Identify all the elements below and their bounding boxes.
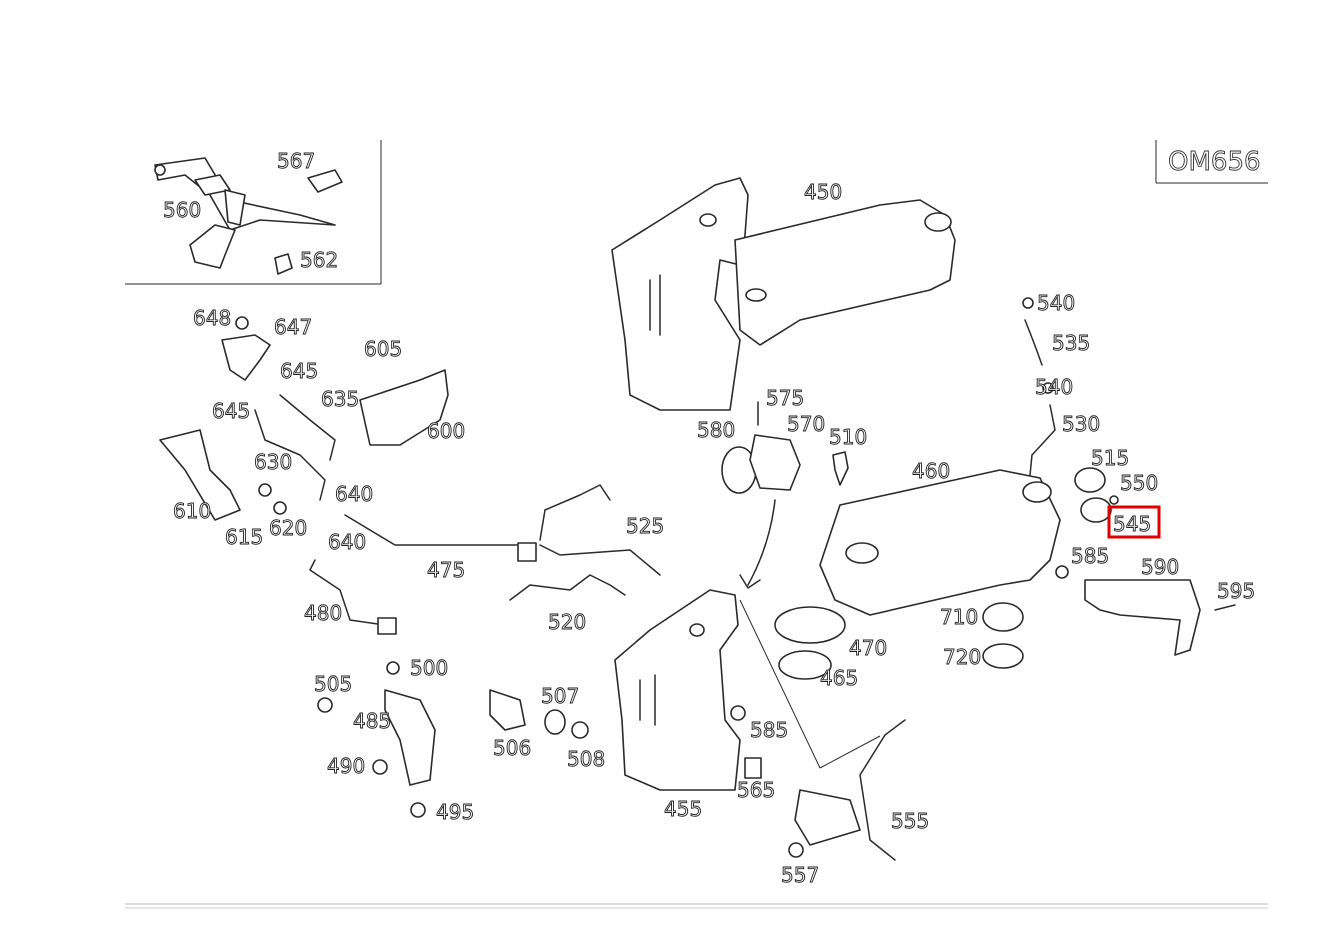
part-label-520[interactable]: 520 <box>548 610 587 635</box>
part-label-455[interactable]: 455 <box>664 797 703 822</box>
part-label-525[interactable]: 525 <box>626 514 665 539</box>
small-parts-565-585 <box>730 705 762 779</box>
part-label-465[interactable]: 465 <box>820 666 859 691</box>
part-label-645[interactable]: 645 <box>212 399 251 424</box>
clamp-570-580 <box>721 401 849 494</box>
part-label-495[interactable]: 495 <box>436 800 475 825</box>
engine-code-box <box>1155 140 1268 184</box>
part-label-635[interactable]: 635 <box>321 387 360 412</box>
part-label-505[interactable]: 505 <box>314 672 353 697</box>
part-label-540[interactable]: 540 <box>1035 375 1074 400</box>
part-label-470[interactable]: 470 <box>849 636 888 661</box>
part-label-515[interactable]: 515 <box>1091 446 1130 471</box>
part-label-475[interactable]: 475 <box>427 558 466 583</box>
inset-part-label-567[interactable]: 567 <box>277 149 316 174</box>
housing-455 <box>614 589 741 791</box>
inset-part-label-562[interactable]: 562 <box>300 248 339 273</box>
bottom-rule <box>125 903 1268 909</box>
part-label-450[interactable]: 450 <box>804 180 843 205</box>
part-label-507[interactable]: 507 <box>541 684 580 709</box>
part-label-585[interactable]: 585 <box>1071 544 1110 569</box>
inset-bracket-assembly <box>154 157 343 275</box>
pipes-475-480 <box>309 514 537 635</box>
part-label-545[interactable]: 545 <box>1113 512 1152 537</box>
part-label-640[interactable]: 640 <box>328 530 367 555</box>
cluster-485-508 <box>317 661 589 818</box>
part-label-645[interactable]: 645 <box>280 359 319 384</box>
highlight-box <box>1107 505 1161 539</box>
sensor-555 <box>788 719 906 861</box>
engine-code-label: OM656 <box>1168 147 1261 177</box>
part-label-460[interactable]: 460 <box>912 459 951 484</box>
part-label-555[interactable]: 555 <box>891 809 930 834</box>
part-label-600[interactable]: 600 <box>427 419 466 444</box>
part-label-500[interactable]: 500 <box>410 656 449 681</box>
pipes-530-535 <box>1022 297 1056 476</box>
leader-lines <box>739 599 881 769</box>
part-label-595[interactable]: 595 <box>1217 579 1256 604</box>
part-label-570[interactable]: 570 <box>787 412 826 437</box>
rings-710-720 <box>982 602 1024 669</box>
part-label-485[interactable]: 485 <box>353 709 392 734</box>
part-label-540[interactable]: 540 <box>1037 291 1076 316</box>
part-label-508[interactable]: 508 <box>567 747 606 772</box>
part-label-610[interactable]: 610 <box>173 499 212 524</box>
part-label-565[interactable]: 565 <box>737 778 776 803</box>
bracket-590 <box>1055 565 1236 656</box>
part-label-640[interactable]: 640 <box>335 482 374 507</box>
part-label-710[interactable]: 710 <box>940 605 979 630</box>
part-label-510[interactable]: 510 <box>829 425 868 450</box>
part-label-557[interactable]: 557 <box>781 863 820 888</box>
inset-part-label-560[interactable]: 560 <box>163 198 202 223</box>
dpf-460 <box>819 469 1061 616</box>
part-label-490[interactable]: 490 <box>327 754 366 779</box>
part-label-647[interactable]: 647 <box>274 315 313 340</box>
part-label-648[interactable]: 648 <box>193 306 232 331</box>
assembly-arrow <box>739 499 776 589</box>
inset-frame <box>125 140 382 285</box>
part-label-590[interactable]: 590 <box>1141 555 1180 580</box>
part-label-720[interactable]: 720 <box>943 645 982 670</box>
part-label-506[interactable]: 506 <box>493 736 532 761</box>
part-label-605[interactable]: 605 <box>364 337 403 362</box>
part-label-575[interactable]: 575 <box>766 386 805 411</box>
sensor-lines-520-525 <box>509 484 661 601</box>
part-label-620[interactable]: 620 <box>269 516 308 541</box>
part-label-535[interactable]: 535 <box>1052 331 1091 356</box>
part-label-480[interactable]: 480 <box>304 601 343 626</box>
part-label-585[interactable]: 585 <box>750 718 789 743</box>
left-cluster-600-648 <box>159 316 449 521</box>
clamps-515-545 <box>1074 467 1119 523</box>
part-label-615[interactable]: 615 <box>225 525 264 550</box>
part-label-550[interactable]: 550 <box>1120 471 1159 496</box>
part-label-530[interactable]: 530 <box>1062 412 1101 437</box>
part-label-630[interactable]: 630 <box>254 450 293 475</box>
part-label-580[interactable]: 580 <box>697 418 736 443</box>
gasket-470-465 <box>774 606 846 680</box>
dpf-450 <box>611 177 956 411</box>
